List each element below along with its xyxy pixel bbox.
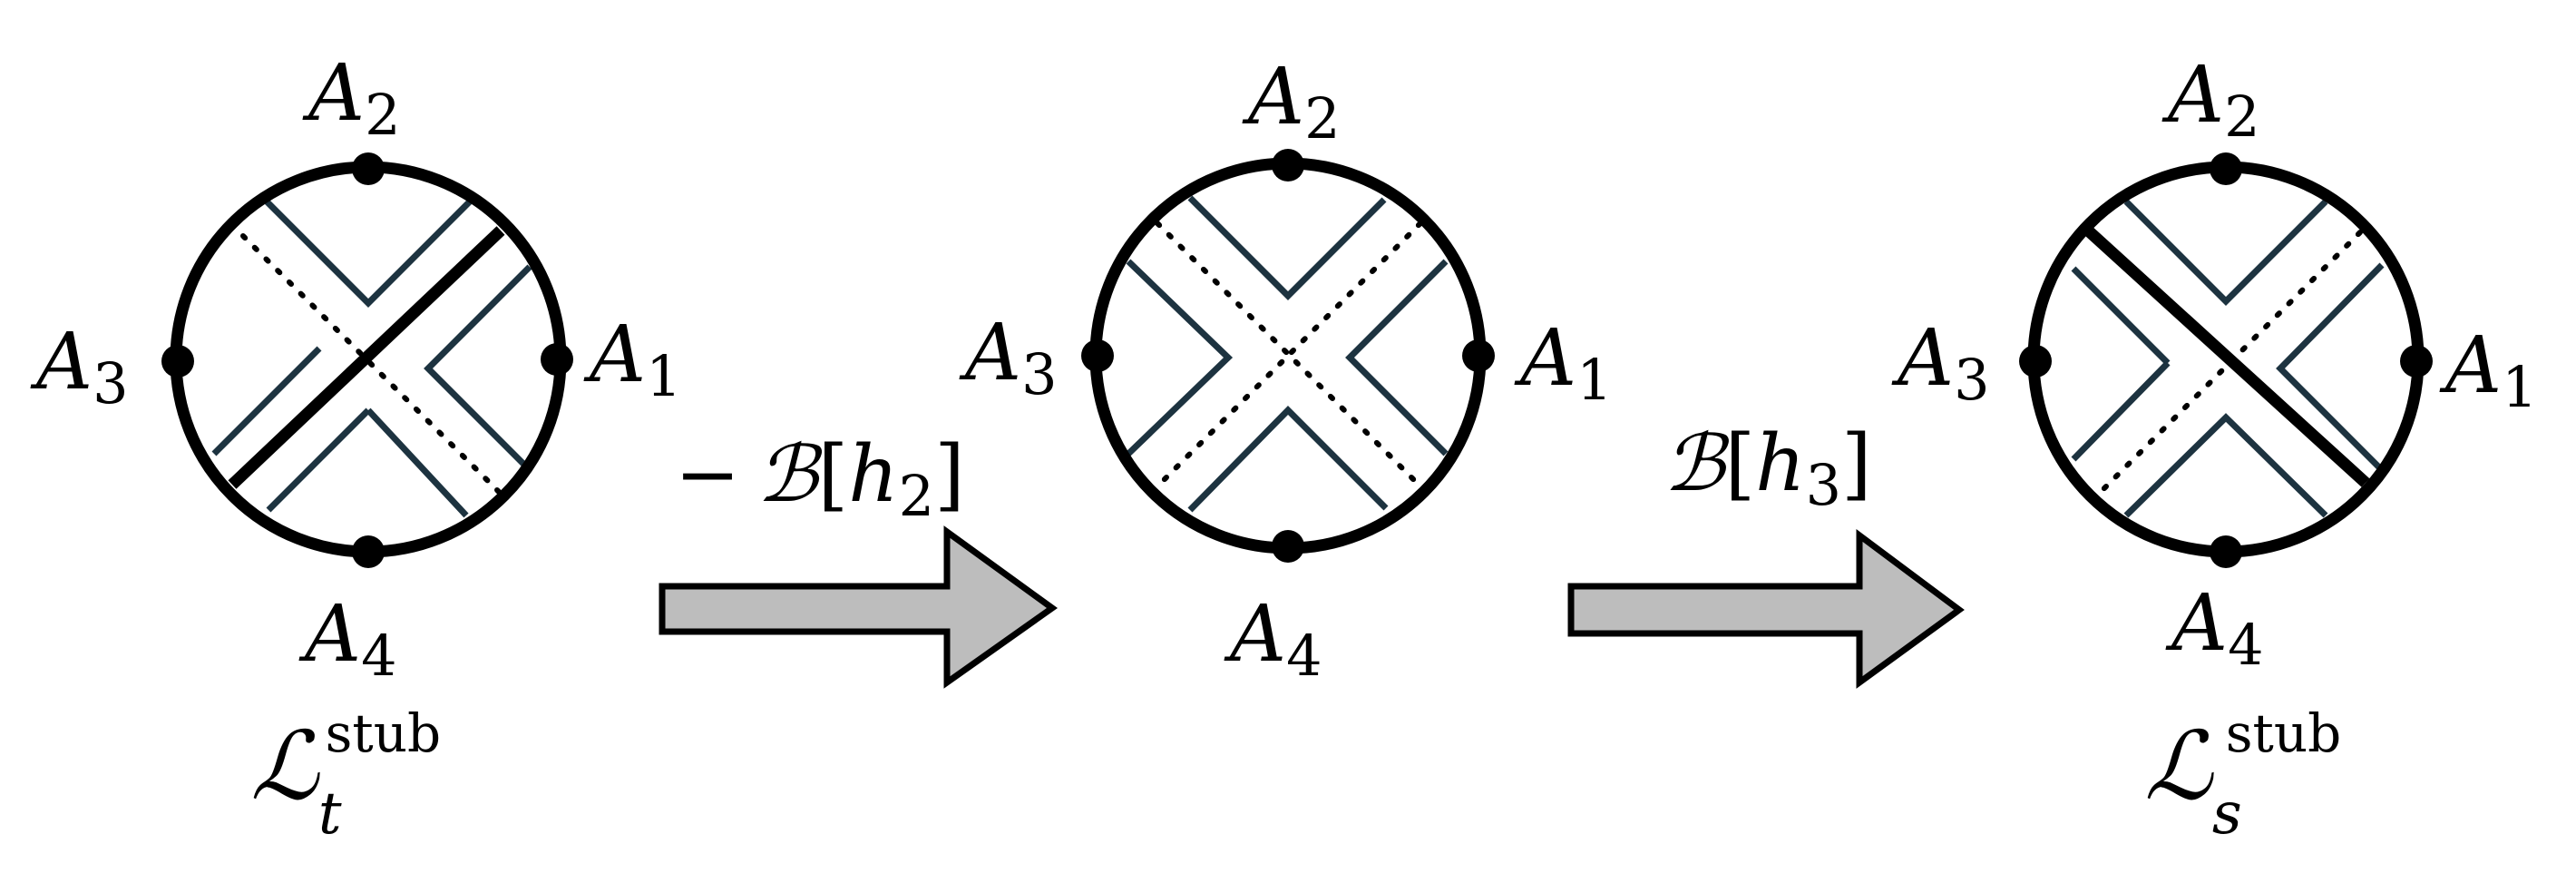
panel-left-label-a1: A1	[583, 309, 682, 409]
panel-left-puncture-right	[541, 343, 573, 376]
caption-l-s-stub: ℒsstub	[2144, 702, 2341, 848]
panel-right-label-a2: A2	[2161, 50, 2260, 150]
panel-right-label-a4: A4	[2165, 578, 2264, 678]
panel-middle-boundary-circle	[1089, 157, 1487, 554]
arrow-1: −ℬ[h2]	[659, 429, 1059, 689]
diagram-panel-middle: A2 A1 A3 A4	[959, 52, 1613, 689]
panel-middle-label-a3: A3	[959, 308, 1058, 407]
panel-middle-label-a1: A1	[1514, 313, 1613, 413]
panel-left-label-a2: A2	[302, 48, 401, 148]
arrow-2: ℬ[h3]	[1567, 418, 1965, 689]
panel-right-strips	[2071, 199, 2385, 518]
panel-right-emphasis-line	[2083, 226, 2370, 487]
panel-middle-puncture-left	[1081, 339, 1114, 372]
panel-left-puncture-top	[352, 152, 385, 185]
panel-right-label-a1: A1	[2439, 320, 2538, 420]
panel-middle-puncture-top	[1272, 149, 1304, 182]
panel-middle-label-a4: A4	[1224, 589, 1322, 689]
panel-middle-strips	[1126, 195, 1449, 513]
panel-left-label-a3: A3	[30, 317, 129, 417]
panel-right-puncture-bottom	[2210, 535, 2242, 568]
diagram-panel-right: A2 A1 A3 A4 ℒsstub	[1891, 50, 2538, 848]
panel-left-label-a4: A4	[298, 589, 397, 689]
panel-left-strips	[211, 199, 532, 518]
arrow-2-shape	[1567, 529, 1965, 689]
panel-middle-puncture-right	[1462, 339, 1495, 372]
arrow-1-label: −ℬ[h2]	[675, 429, 965, 529]
arrow-2-label: ℬ[h3]	[1664, 418, 1872, 518]
panel-left-emphasis-line	[228, 226, 505, 489]
panel-right-puncture-right	[2400, 345, 2433, 378]
panel-right-puncture-top	[2210, 152, 2242, 185]
caption-l-t-stub: ℒtstub	[250, 702, 441, 848]
panel-right-label-a3: A3	[1891, 313, 1990, 413]
arrow-1-shape	[659, 525, 1059, 689]
panel-right-puncture-left	[2019, 345, 2052, 378]
panel-middle-puncture-bottom	[1272, 530, 1304, 563]
panel-left-puncture-left	[161, 345, 194, 378]
diagram-panel-left: A2 A1 A3 A4 ℒtstub	[30, 48, 682, 848]
panel-left-puncture-bottom	[352, 535, 385, 568]
panel-middle-label-a2: A2	[1242, 52, 1341, 152]
